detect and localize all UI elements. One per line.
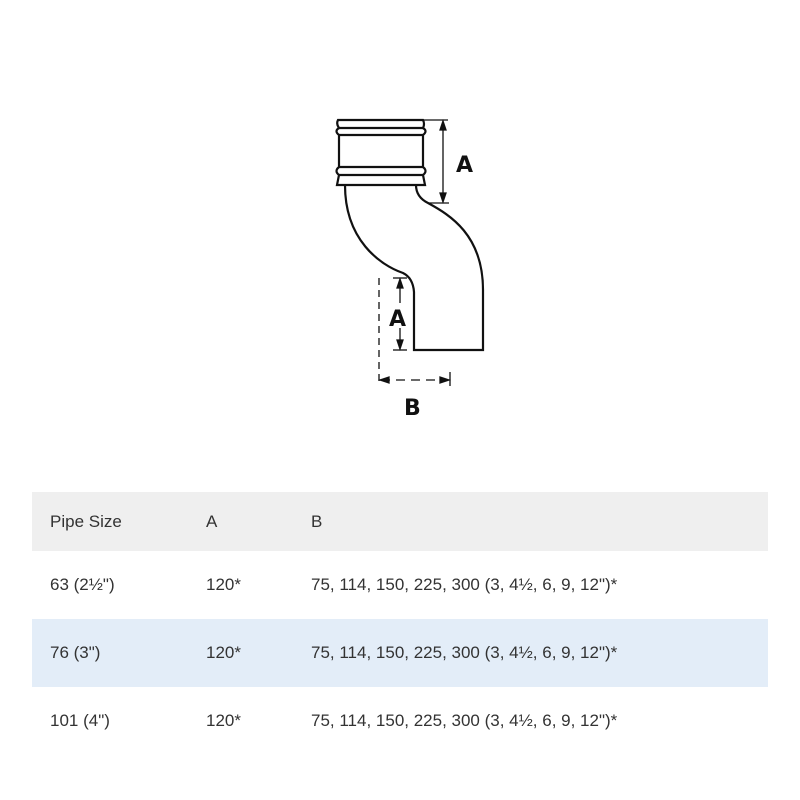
dimension-a-upper-label: A: [456, 153, 473, 178]
cell-b: 75, 114, 150, 225, 300 (3, 4½, 6, 9, 12"…: [311, 711, 618, 730]
cell-b: 75, 114, 150, 225, 300 (3, 4½, 6, 9, 12"…: [311, 575, 618, 594]
dimensions-table: Pipe Size A B 63 (2½") 120* 75, 114, 150…: [32, 492, 768, 755]
pipe-drawing: [335, 118, 485, 352]
dimension-b-label: B: [404, 396, 421, 421]
cell-pipe-size: 63 (2½"): [50, 575, 115, 594]
pipe-body: [343, 184, 485, 352]
table-row: 63 (2½") 120* 75, 114, 150, 225, 300 (3,…: [32, 551, 768, 619]
dimension-a-lower: A: [389, 276, 407, 352]
dimension-a-upper: A: [422, 118, 473, 205]
table-header-row: Pipe Size A B: [32, 492, 768, 551]
header-a: A: [188, 492, 293, 551]
cell-a: 120*: [206, 711, 241, 730]
table-row: 101 (4") 120* 75, 114, 150, 225, 300 (3,…: [32, 687, 768, 755]
offset-pipe-diagram: A A B: [335, 118, 485, 421]
cell-a: 120*: [206, 575, 241, 594]
table-row: 76 (3") 120* 75, 114, 150, 225, 300 (3, …: [32, 619, 768, 687]
header-pipe-size: Pipe Size: [32, 492, 188, 551]
cell-a: 120*: [188, 619, 293, 687]
dimension-a-lower-label: A: [389, 307, 406, 332]
cell-b: 75, 114, 150, 225, 300 (3, 4½, 6, 9, 12"…: [293, 619, 768, 687]
cell-pipe-size: 101 (4"): [50, 711, 110, 730]
cell-pipe-size: 76 (3"): [32, 619, 188, 687]
header-b: B: [293, 492, 768, 551]
dimension-b: B: [377, 278, 452, 421]
